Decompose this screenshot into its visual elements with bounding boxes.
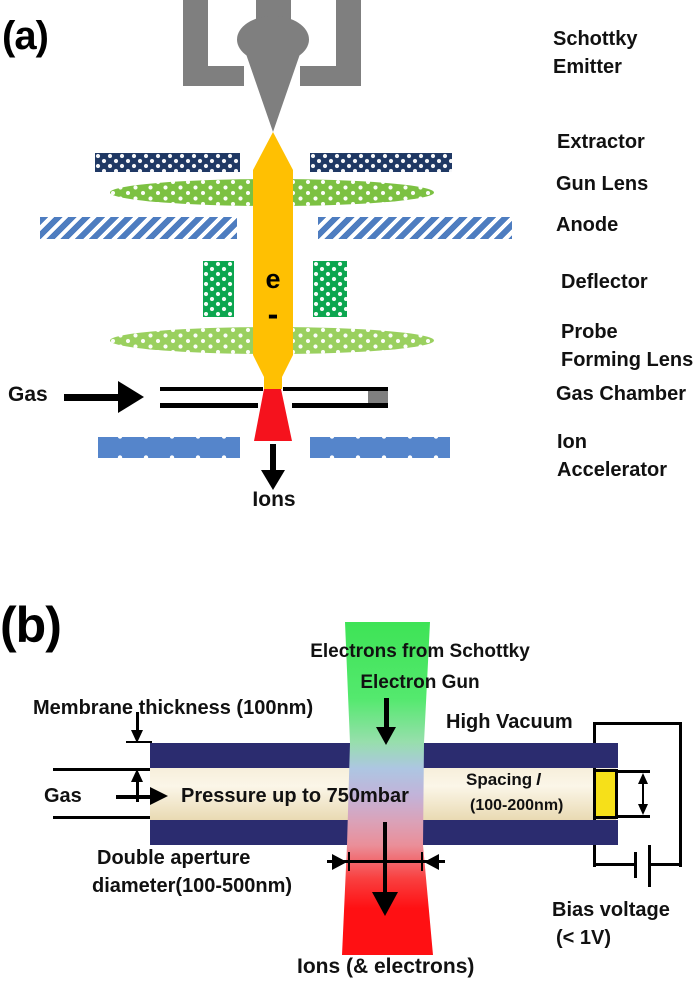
extractor-left-bar	[95, 153, 240, 172]
electrons-source-line1: Electrons from Schottky	[310, 641, 530, 662]
label-gun-lens: Gun Lens	[556, 173, 649, 195]
ion-accelerator-right-bar	[310, 437, 450, 458]
anode-right-bar	[318, 217, 512, 239]
ions-label-b: Ions (& electrons)	[297, 955, 475, 978]
label-schottky: Schottky	[553, 28, 638, 50]
label-deflector: Deflector	[561, 271, 648, 293]
anode-left-bar	[40, 217, 237, 239]
spacing-dim-top-line	[618, 770, 650, 773]
ion-accelerator-left-bar	[98, 437, 240, 458]
thickness-dim-tick	[126, 741, 152, 743]
gas-arrow-icon-b	[150, 787, 168, 805]
panel-b-tag: (b)	[0, 597, 62, 653]
electron-beam	[253, 132, 293, 389]
gas-chamber-bottom-wall-right	[292, 403, 388, 408]
ions-arrow-line-a	[270, 444, 276, 472]
deflector-right-block	[313, 261, 347, 317]
aperture-label-line1: Double aperture	[97, 847, 251, 869]
ions-arrow-icon-b	[372, 892, 398, 916]
gas-label-b: Gas	[44, 785, 82, 807]
aperture-dim-tick-left	[348, 852, 350, 871]
aperture-dim-tick-right	[421, 852, 423, 871]
label-extractor: Extractor	[557, 131, 645, 153]
aperture-arrow-right-icon	[332, 854, 347, 870]
bias-voltage-label-line2: (< 1V)	[556, 927, 612, 949]
emitter-bracket-left-foot	[183, 66, 244, 86]
spacing-arrow-up-icon	[638, 773, 648, 784]
spacing-arrow-down-icon	[638, 804, 648, 815]
panel-a-tag: (a)	[2, 14, 49, 58]
gas-channel-top-line	[53, 768, 150, 771]
gas-channel-bottom-line	[53, 816, 150, 819]
gas-label-a: Gas	[8, 383, 48, 406]
label-forming-lens: Forming Lens	[561, 349, 694, 371]
gas-chamber-top-wall-left	[160, 387, 263, 391]
high-vacuum-label: High Vacuum	[446, 711, 573, 733]
wire-top	[593, 722, 682, 725]
electrons-arrow-line	[384, 698, 389, 730]
label-gas-chamber: Gas Chamber	[556, 383, 687, 405]
beam-electron-symbol: e	[265, 264, 281, 294]
gas-chamber-bottom-wall-left	[160, 403, 258, 408]
electrons-source-line2: Electron Gun	[360, 672, 480, 693]
extractor-right-bar	[310, 153, 452, 172]
emitter-tip-icon	[246, 54, 300, 132]
wire-bottom-right	[650, 863, 682, 866]
thickness-arrow-up-icon	[131, 769, 143, 782]
label-ion: Ion	[557, 431, 587, 453]
deflector-left-block	[203, 261, 234, 317]
spacing-dim-bottom-line	[618, 815, 650, 818]
thickness-dim-upper-line	[136, 712, 139, 732]
gas-chamber-end-cap	[368, 391, 388, 403]
thickness-dim-lower-line	[136, 782, 139, 802]
spacing-range-label: (100-200nm)	[470, 797, 564, 814]
electrons-arrow-icon	[376, 727, 396, 745]
wire-bottom-left	[593, 863, 637, 866]
electrons-source-label: Electrons from Schottky Electron Gun	[300, 636, 540, 698]
bias-electrode	[593, 769, 618, 819]
membrane-thickness-label: Membrane thickness (100nm)	[33, 697, 314, 719]
gas-chamber-top-wall-right	[283, 387, 388, 391]
gas-arrow-line-a	[64, 394, 120, 401]
pressure-label: Pressure up to 750mbar	[181, 785, 409, 807]
spacing-dim-arrow-line	[642, 775, 644, 813]
thickness-arrow-down-icon	[131, 730, 143, 743]
label-anode: Anode	[556, 214, 619, 236]
wire-right-vertical	[679, 722, 682, 867]
label-accelerator: Accelerator	[557, 459, 668, 481]
label-emitter: Emitter	[553, 56, 622, 78]
battery-short-plate-icon	[634, 852, 637, 878]
emitter-bracket-right-foot	[300, 66, 361, 86]
gas-arrow-line-b	[116, 795, 152, 799]
ions-label-a: Ions	[252, 488, 296, 511]
ions-arrow-icon-a	[261, 470, 285, 490]
ions-arrow-line-b	[383, 822, 387, 896]
beam-minus-symbol: -	[267, 296, 279, 332]
battery-long-plate-icon	[648, 845, 651, 887]
spacing-variable: l	[536, 770, 541, 789]
aperture-label-line2: diameter(100-500nm)	[92, 875, 293, 897]
aperture-arrow-left-icon	[424, 854, 439, 870]
bias-voltage-label-line1: Bias voltage	[552, 899, 670, 921]
gas-arrow-icon-a	[118, 381, 144, 413]
label-probe: Probe	[561, 321, 618, 343]
ion-beam	[254, 389, 292, 441]
